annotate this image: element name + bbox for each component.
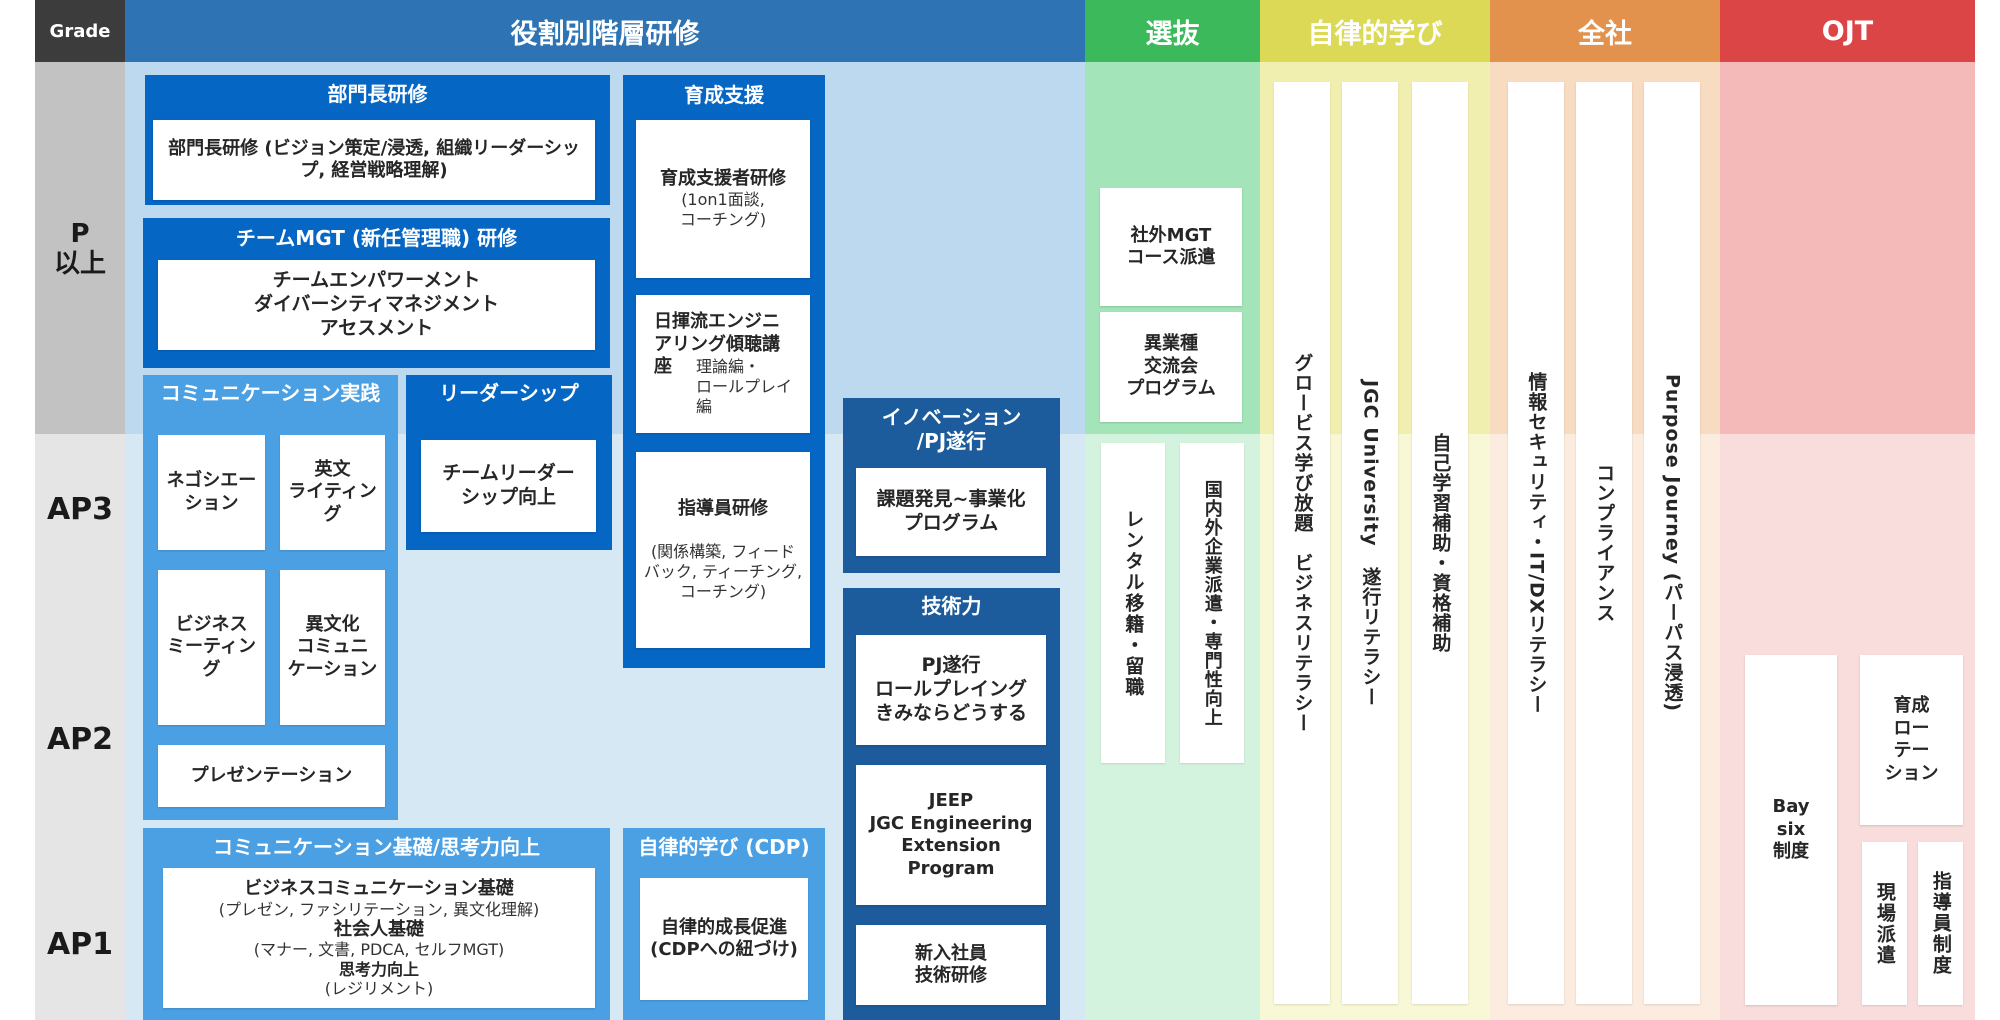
grade-ap2: AP2 [46, 721, 114, 757]
card-listening-main: 日揮流エンジニ アリング傾聴講 座 [654, 311, 780, 378]
card-trainer: 育成支援者研修 (1on1面談, コーチング) [636, 120, 810, 278]
compliance-text: コンプライアンス [1593, 463, 1616, 623]
panel-dept-head-title: 部門長研修 [327, 82, 428, 106]
card-trainer-main: 育成支援者研修 [660, 167, 786, 189]
panel-innovation-title: イノベーション /PJ遂行 [881, 405, 1022, 453]
card-self-study: 自己学習補助・資格補助 [1412, 82, 1468, 1004]
card-jeep: JEEP JGC Engineering Extension Program [856, 765, 1046, 905]
panel-support-title: 育成支援 [684, 83, 764, 107]
panel-team-mgt-title: チームMGT (新任管理職) 研修 [235, 226, 518, 250]
panel-comm-practice-title: コミュニケーション実践 [160, 381, 381, 405]
card-listening: 日揮流エンジニ アリング傾聴講 座 理論編・ ロールプレイ編 [636, 295, 810, 433]
card-instructor: 指導員研修 (関係構築, フィード バック, ティーチング, コーチング) [636, 452, 810, 648]
card-ojt-instructor: 指導員制度 [1918, 842, 1963, 1005]
card-dept-head: 部門長研修 (ビジョン策定/浸透, 組織リーダーシップ, 経営戦略理解) [153, 120, 595, 200]
card-meeting: ビジネス ミーティン グ [158, 570, 265, 725]
band-grade-p [35, 62, 125, 434]
comm-basic-line-4: (マナー, 文書, PDCA, セルフMGT) [253, 940, 505, 960]
card-rental-transfer: レンタル移籍・留職 [1101, 443, 1165, 763]
header-autonomous: 自律的学び [1260, 0, 1490, 62]
card-instructor-main: 指導員研修 [678, 497, 768, 519]
card-listening-sub: 理論編・ ロールプレイ編 [696, 356, 793, 416]
card-rotation: 育成 ロー テー ション [1860, 655, 1963, 825]
panel-cdp-title: 自律的学び (CDP) [638, 835, 810, 859]
panel-leadership-title: リーダーシップ [439, 381, 579, 405]
band-grade-lower [35, 434, 125, 1020]
comm-basic-line-3: 社会人基礎 [334, 918, 424, 940]
company-dispatch-text: 国内外企業派遣・専門性向上 [1201, 479, 1223, 727]
card-cdp: 自律的成長促進 (CDPへの紐づけ) [640, 878, 808, 1000]
card-leadership: チームリーダー シップ向上 [421, 440, 596, 532]
panel-comm-basic-title: コミュニケーション基礎/思考力向上 [213, 835, 540, 859]
card-comm-basic: ビジネスコミュニケーション基礎 (プレゼン, ファシリテーション, 異文化理解)… [163, 868, 595, 1008]
header-grade: Grade [35, 0, 125, 62]
card-purpose-journey: Purpose Journey (パーパス浸透) [1644, 82, 1700, 1004]
header-hierarchy: 役割別階層研修 [125, 0, 1085, 62]
ojt-instructor-text: 指導員制度 [1929, 871, 1952, 976]
globis-text: グロービス学び放題 ビジネスリテラシー [1291, 353, 1314, 733]
comm-basic-line-1: ビジネスコミュニケーション基礎 [244, 878, 514, 900]
card-field-dispatch: 現場派遣 [1862, 842, 1907, 1005]
card-company-dispatch: 国内外企業派遣・専門性向上 [1180, 443, 1244, 763]
card-innovation: 課題発見~事業化 プログラム [856, 468, 1046, 556]
card-cross-industry: 異業種 交流会 プログラム [1100, 312, 1242, 422]
card-compliance: コンプライアンス [1576, 82, 1632, 1004]
grade-ap1: AP1 [46, 926, 114, 962]
header-ojt: OJT [1720, 0, 1975, 62]
grade-p: P 以上 [53, 219, 106, 279]
card-globis: グロービス学び放題 ビジネスリテラシー [1274, 82, 1330, 1004]
card-baysix: Bay six 制度 [1745, 655, 1837, 1005]
self-study-text: 自己学習補助・資格補助 [1429, 433, 1452, 653]
panel-tech-title: 技術力 [921, 594, 982, 618]
header-company: 全社 [1490, 0, 1720, 62]
comm-basic-line-2: (プレゼン, ファシリテーション, 異文化理解) [218, 899, 540, 919]
card-crosscultural: 異文化 コミュニ ケーション [280, 570, 385, 725]
card-jgc-university: JGC University 遂行リテラシー [1342, 82, 1398, 1004]
band-ojt [1720, 62, 1975, 434]
card-newhire-tech: 新入社員 技術研修 [856, 925, 1046, 1005]
grade-ap3: AP3 [46, 491, 114, 527]
card-external-mgt: 社外MGT コース派遣 [1100, 188, 1242, 306]
security-text: 情報セキュリティ・IT/DXリテラシー [1525, 371, 1548, 715]
purpose-journey-text: Purpose Journey (パーパス浸透) [1661, 373, 1684, 713]
card-negotiation: ネゴシエー ション [158, 435, 265, 550]
card-writing: 英文 ライティン グ [280, 435, 385, 550]
card-team-mgt: チームエンパワーメント ダイバーシティマネジメント アセスメント [158, 260, 595, 350]
comm-basic-line-5: 思考力向上 [338, 959, 419, 979]
card-presentation: プレゼンテーション [158, 745, 385, 807]
card-trainer-sub: (1on1面談, コーチング) [679, 190, 767, 230]
comm-basic-line-6: (レジリメント) [324, 978, 434, 998]
field-dispatch-text: 現場派遣 [1873, 881, 1896, 966]
card-instructor-sub: (関係構築, フィード バック, ティーチング, コーチング) [643, 542, 803, 602]
card-security: 情報セキュリティ・IT/DXリテラシー [1508, 82, 1564, 1004]
header-selection: 選抜 [1085, 0, 1260, 62]
card-pj-roleplay: PJ遂行 ロールプレイング きみならどうする [856, 635, 1046, 745]
jgc-university-text: JGC University 遂行リテラシー [1359, 379, 1382, 707]
rental-transfer-text: レンタル移籍・留職 [1122, 508, 1145, 698]
